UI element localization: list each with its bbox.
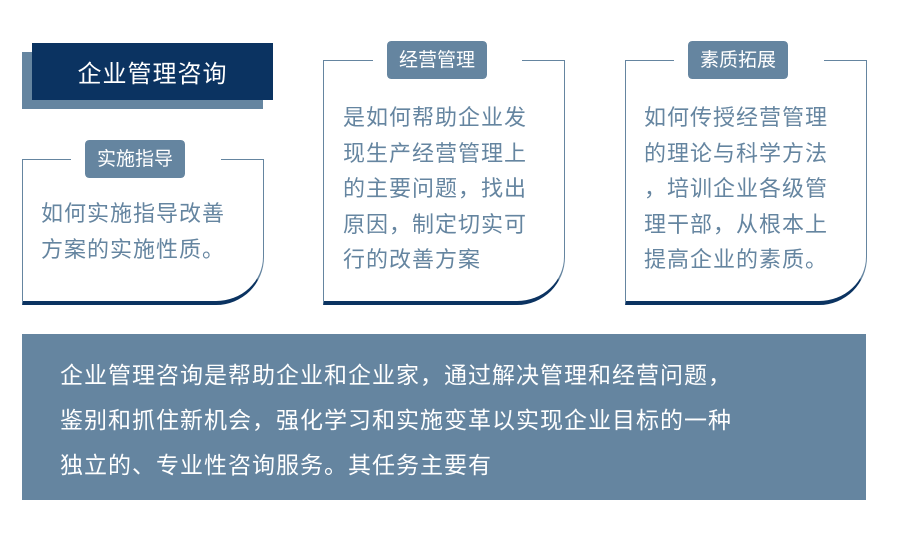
card-body-line: 的理论与科学方法 bbox=[644, 141, 829, 167]
page-title-text: 企业管理咨询 bbox=[77, 60, 228, 88]
card-body: 如何实施指导改善 方案的实施性质。 bbox=[41, 197, 225, 268]
card-body-line: 如何传授经营管理 bbox=[644, 106, 829, 131]
card-tag: 实施指导 bbox=[70, 126, 200, 192]
page-title: 企业管理咨询 bbox=[32, 43, 273, 100]
card-tag: 素质拓展 bbox=[673, 27, 803, 93]
card-body-line: 理干部，从根本上 bbox=[644, 212, 829, 238]
summary-panel: 企业管理咨询是帮助企业和企业家，通过解决管理和经营问题， 鉴别和抓住新机会，强化… bbox=[22, 334, 866, 500]
card-quality-development: 素质拓展 如何传授经营管理 的理论与科学方法 ，培训企业各级管 理干部，从根本上… bbox=[625, 27, 867, 305]
card-body-line: ，培训企业各级管 bbox=[644, 177, 829, 202]
summary-line: 独立的、专业性咨询服务。其任务主要有 bbox=[60, 453, 492, 479]
card-body-line: 行的改善方案 bbox=[343, 248, 482, 273]
card-body-line: 提高企业的素质。 bbox=[644, 248, 829, 273]
card-body-line: 现生产经营管理上 bbox=[343, 141, 528, 167]
summary-line: 鉴别和抓住新机会，强化学习和实施变革以实现企业目标的一种 bbox=[60, 408, 732, 434]
card-body-line: 原因，制定切实可 bbox=[343, 212, 528, 238]
summary-line: 企业管理咨询是帮助企业和企业家，通过解决管理和经营问题， bbox=[60, 363, 732, 389]
card-body-line: 的主要问题，找出 bbox=[343, 177, 528, 202]
card-body: 如何传授经营管理 的理论与科学方法 ，培训企业各级管 理干部，从根本上 提高企业… bbox=[644, 101, 828, 279]
card-tag: 经营管理 bbox=[372, 27, 502, 93]
card-body-line: 如何实施指导改善 bbox=[41, 202, 226, 227]
card-body: 是如何帮助企业发 现生产经营管理上 的主要问题，找出 原因，制定切实可 行的改善… bbox=[343, 101, 527, 279]
card-body-line: 方案的实施性质。 bbox=[41, 237, 226, 263]
card-body-line: 是如何帮助企业发 bbox=[343, 106, 528, 131]
card-business-management: 经营管理 是如何帮助企业发 现生产经营管理上 的主要问题，找出 原因，制定切实可… bbox=[323, 27, 565, 305]
card-implementation-guidance: 实施指导 如何实施指导改善 方案的实施性质。 bbox=[22, 126, 264, 305]
